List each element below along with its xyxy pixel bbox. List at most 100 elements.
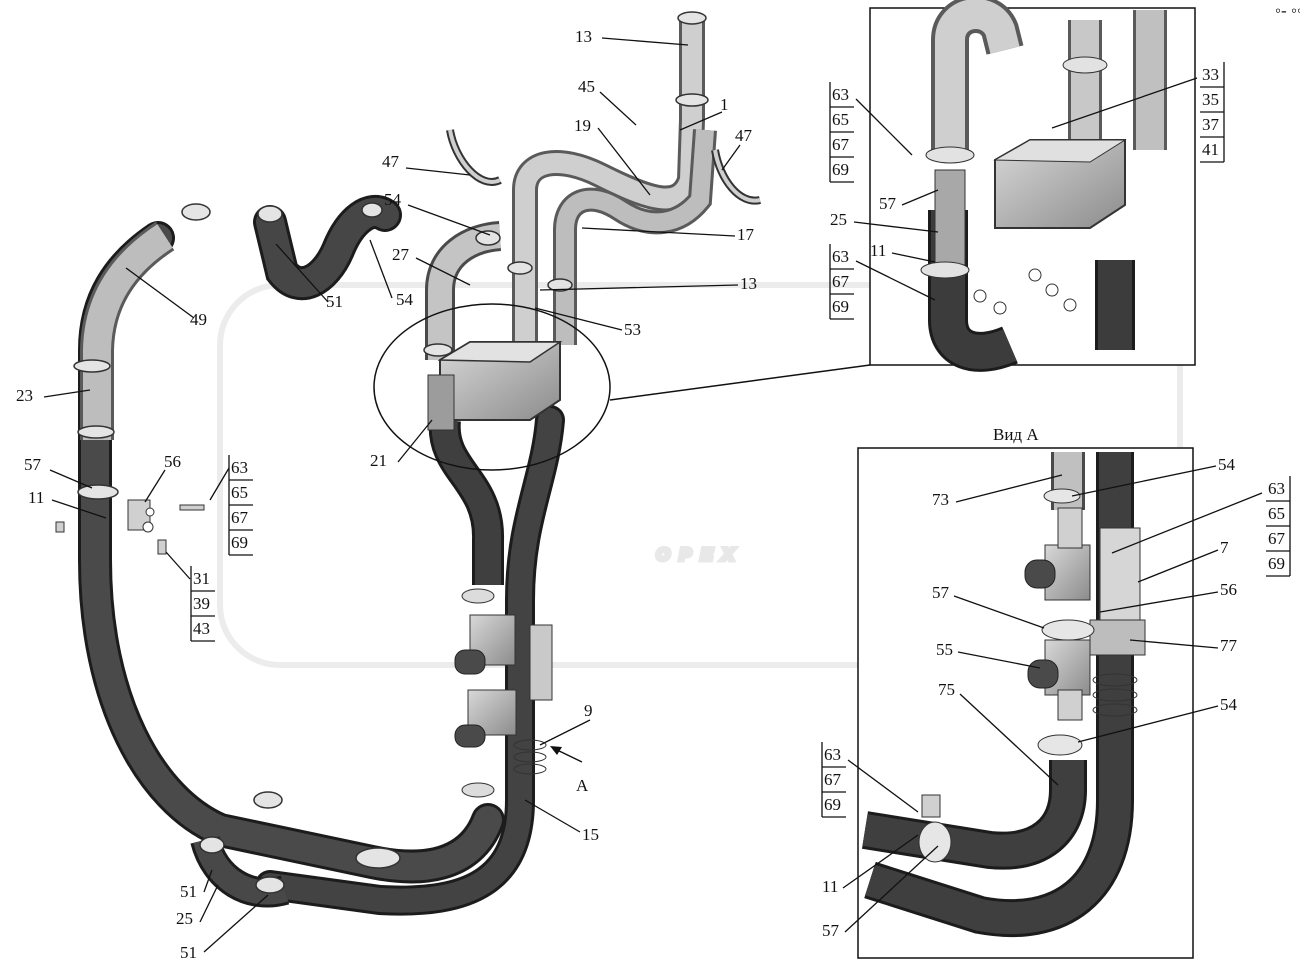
label-m47b: 47	[382, 152, 400, 171]
leader-v54b	[1077, 705, 1219, 743]
label-m57: 57	[24, 455, 42, 474]
leader-m51a	[275, 243, 329, 303]
label-m15: 15	[582, 825, 599, 844]
label-m45: 45	[578, 77, 595, 96]
leader-v55	[957, 651, 1041, 669]
leader-v73	[955, 474, 1063, 503]
label-m23: 23	[16, 386, 33, 405]
main-assembly	[55, 11, 871, 916]
stack-item: 67	[832, 135, 850, 154]
stack-item: 65	[231, 483, 248, 502]
label-v73: 73	[932, 490, 949, 509]
clamps	[73, 11, 709, 894]
label-v77: 77	[1220, 636, 1238, 655]
inset-view-a: Вид А	[857, 425, 1194, 959]
label-m17: 17	[737, 225, 755, 244]
label-v75: 75	[938, 680, 955, 699]
leader-m53	[534, 307, 623, 331]
label-m19: 19	[574, 116, 591, 135]
label-mA: A	[576, 776, 589, 795]
stack-item: 37	[1202, 115, 1220, 134]
leader-v11	[842, 834, 919, 889]
label-m54b: 54	[396, 290, 414, 309]
stack-item: 31	[193, 569, 210, 588]
corner-mark: ◦- ◦◦	[1275, 1, 1300, 20]
label-m9: 9	[584, 701, 593, 720]
valve-block	[427, 341, 563, 431]
leader-m13a	[601, 37, 689, 46]
label-m54a: 54	[384, 190, 402, 209]
leader-lines	[43, 37, 1263, 953]
label-m47a: 47	[735, 126, 753, 145]
label-v11: 11	[822, 877, 838, 896]
label-m25: 25	[176, 909, 193, 928]
stack-item: 63	[832, 247, 849, 266]
leader-s5	[855, 260, 936, 301]
label-t25: 25	[830, 210, 847, 229]
label-m1: 1	[720, 95, 729, 114]
stack-item: 43	[193, 619, 210, 638]
stack-item: 63	[832, 85, 849, 104]
leader-m1	[679, 111, 723, 131]
stack-item: 63	[231, 458, 248, 477]
stack-item: 63	[824, 745, 841, 764]
leader-m25	[199, 884, 219, 923]
label-t57: 57	[879, 194, 897, 213]
leader-v75	[959, 693, 1059, 786]
label-m51a: 51	[326, 292, 343, 311]
label-m27: 27	[392, 245, 410, 264]
leader-m15	[524, 799, 581, 833]
label-v55: 55	[936, 640, 953, 659]
label-m49: 49	[190, 310, 207, 329]
label-v57a: 57	[932, 583, 950, 602]
label-v57b: 57	[822, 921, 840, 940]
leader-m56	[144, 469, 166, 503]
leader-m49	[125, 267, 195, 319]
label-m56: 56	[164, 452, 181, 471]
leader-m51c	[203, 894, 269, 953]
label-m51b: 51	[180, 882, 197, 901]
stack-item: 69	[832, 297, 849, 316]
leader-m9	[539, 719, 591, 746]
label-v54b: 54	[1220, 695, 1238, 714]
leader-m47a	[721, 144, 741, 171]
watermark-text: OPEX	[656, 545, 743, 564]
leader-m54a	[407, 204, 491, 236]
stack-item: 69	[231, 533, 248, 552]
stack-item: 33	[1202, 65, 1219, 84]
leader-m11	[51, 499, 107, 519]
leader-s6	[1111, 492, 1263, 554]
bracket-parts	[55, 499, 205, 555]
label-m11: 11	[28, 488, 44, 507]
stack-item: 69	[824, 795, 841, 814]
inset-detail-top	[869, 0, 1196, 372]
label-t11: 11	[870, 241, 886, 260]
label-m53: 53	[624, 320, 641, 339]
leader-m45	[599, 91, 637, 126]
stack-item: 63	[1268, 479, 1285, 498]
leader-t25	[853, 221, 939, 233]
label-v54a: 54	[1218, 455, 1236, 474]
leader-v7	[1137, 549, 1219, 583]
view-a-title: Вид А	[993, 425, 1039, 444]
stack-item: 65	[832, 110, 849, 129]
stack-item: 35	[1202, 90, 1219, 109]
lower-valves	[454, 588, 553, 798]
stack-item: 67	[1268, 529, 1286, 548]
leader-m19	[597, 127, 651, 196]
leader-v57a	[953, 595, 1045, 629]
stack-item: 69	[1268, 554, 1285, 573]
label-m21: 21	[370, 451, 387, 470]
leader-m51b	[203, 869, 213, 893]
leader-s7	[847, 759, 919, 813]
leader-s4	[1051, 77, 1198, 129]
stack-item: 39	[193, 594, 210, 613]
leader-t11	[891, 252, 936, 263]
leader-s1	[209, 467, 230, 501]
stack-item: 67	[832, 272, 850, 291]
